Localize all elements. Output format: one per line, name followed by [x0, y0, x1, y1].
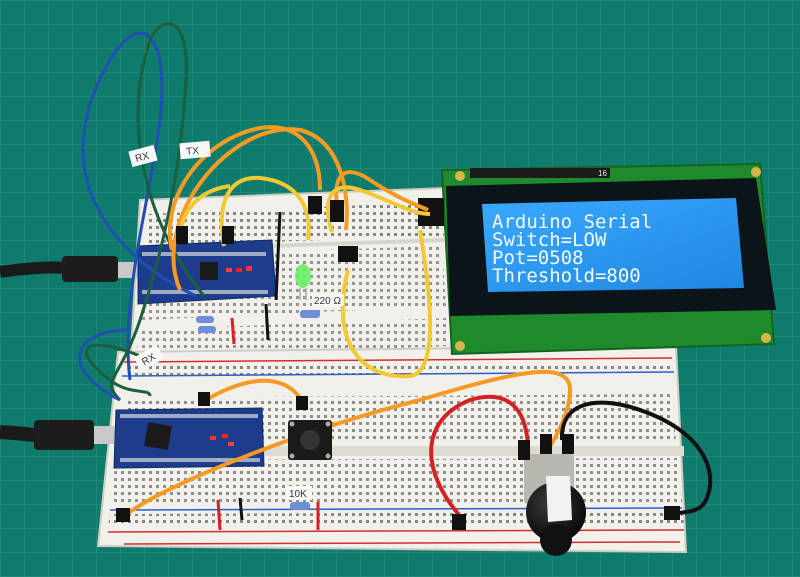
wire-tag-tx-top: TX	[179, 140, 211, 160]
resistor-stack	[196, 316, 216, 333]
lcd-line-3: Pot=0508	[492, 247, 584, 269]
lcd-line-4: Threshold=800	[492, 265, 641, 287]
wire-tag-rx-top: RX	[128, 144, 158, 168]
lcd-module: 16 Arduino Serial Switch=LOW Pot=0508 Th…	[418, 162, 776, 356]
lcd-line-2: Switch=LOW	[492, 229, 607, 251]
push-button	[288, 420, 332, 460]
resistor-220: 220 Ω	[300, 294, 344, 318]
svg-text:220 Ω: 220 Ω	[314, 296, 341, 307]
arduino-nano-bottom	[113, 407, 265, 469]
svg-text:10K: 10K	[289, 489, 307, 500]
usb-cable-bottom	[0, 420, 118, 450]
lcd-line-1: Arduino Serial	[492, 211, 652, 233]
svg-text:RX: RX	[134, 151, 151, 165]
arduino-nano-top	[137, 239, 277, 305]
lcd-pin-label: 16	[598, 169, 607, 178]
header-pins	[116, 196, 680, 530]
wire-tag-rx-left: RX	[133, 344, 165, 372]
potentiometer	[524, 454, 586, 556]
lcd-screen	[482, 198, 744, 292]
green-led	[295, 264, 311, 300]
resistor-10k: 10K	[286, 486, 312, 510]
svg-text:TX: TX	[186, 146, 200, 158]
